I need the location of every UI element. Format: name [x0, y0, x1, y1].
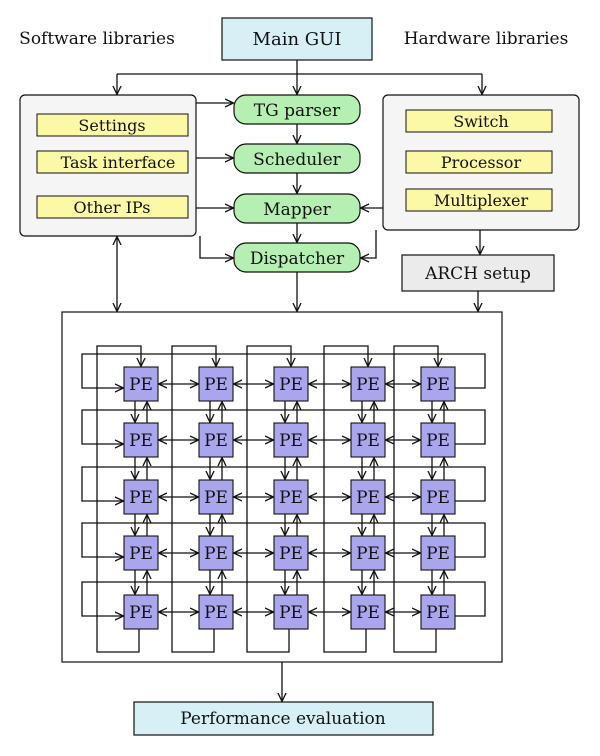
mesh-links [81, 345, 486, 653]
svg-text:Scheduler: Scheduler [253, 150, 342, 170]
pipeline-scheduler: Scheduler [233, 143, 361, 174]
svg-text:Processor: Processor [441, 153, 522, 172]
pipeline-mapper: Mapper [233, 193, 361, 224]
pe-node: PE [273, 422, 309, 458]
mesh-wrap-link [393, 345, 438, 653]
software-library-box: Settings Task interface Other IPs [19, 94, 197, 237]
svg-text:Mapper: Mapper [263, 200, 331, 220]
pe-label: PE [356, 603, 380, 623]
mesh-wrap-link [96, 345, 141, 653]
svg-text:TG parser: TG parser [254, 101, 341, 121]
library-item-task-interface: Task interface [36, 150, 189, 174]
pe-label: PE [204, 603, 228, 623]
pe-label: PE [129, 431, 153, 451]
pe-node: PE [350, 422, 386, 458]
hardware-libraries-label: Hardware libraries [404, 29, 569, 49]
main-gui-box: Main GUI [221, 17, 373, 61]
pe-node: PE [273, 594, 309, 630]
library-item-settings: Settings [36, 113, 189, 137]
pe-label: PE [356, 544, 380, 564]
library-item-multiplexer: Multiplexer [405, 188, 553, 212]
pipeline-tg-parser: TG parser [233, 94, 361, 125]
pipeline-connectors [117, 103, 480, 311]
pe-label: PE [426, 488, 450, 508]
pe-node: PE [350, 366, 386, 402]
arch-setup-label: ARCH setup [424, 264, 531, 284]
software-libraries-label: Software libraries [19, 29, 175, 49]
pe-label: PE [204, 488, 228, 508]
pe-node: PE [350, 594, 386, 630]
pe-node: PE [420, 479, 456, 515]
svg-text:Multiplexer: Multiplexer [434, 191, 529, 210]
pe-label: PE [356, 488, 380, 508]
pe-node: PE [123, 366, 159, 402]
pe-label: PE [204, 375, 228, 395]
mesh-wrap-link [246, 345, 291, 653]
pe-node: PE [420, 422, 456, 458]
pe-node: PE [198, 366, 234, 402]
main-gui-label: Main GUI [253, 29, 342, 50]
pe-node: PE [198, 535, 234, 571]
svg-text:Switch: Switch [453, 112, 508, 131]
mesh-wrap-link [171, 345, 216, 653]
pe-node: PE [420, 366, 456, 402]
pe-node: PE [273, 479, 309, 515]
pe-label: PE [129, 603, 153, 623]
pe-label: PE [426, 375, 450, 395]
pe-label: PE [129, 375, 153, 395]
pe-node: PE [123, 422, 159, 458]
pe-label: PE [279, 544, 303, 564]
pipeline-dispatcher: Dispatcher [233, 242, 361, 273]
library-item-other-ips: Other IPs [36, 195, 189, 219]
svg-text:Other IPs: Other IPs [74, 198, 151, 217]
performance-evaluation-box: Performance evaluation [133, 701, 434, 736]
pe-label: PE [279, 488, 303, 508]
pe-node: PE [123, 535, 159, 571]
svg-text:Task interface: Task interface [61, 153, 176, 172]
pe-node: PE [273, 535, 309, 571]
pe-node: PE [198, 594, 234, 630]
pe-label: PE [426, 544, 450, 564]
performance-evaluation-label: Performance evaluation [180, 709, 386, 729]
pe-label: PE [356, 431, 380, 451]
svg-text:Dispatcher: Dispatcher [250, 249, 345, 269]
mesh-wrap-link [81, 353, 486, 388]
pe-node: PE [350, 479, 386, 515]
mesh-wrap-link [81, 409, 486, 444]
pe-mesh: PE PE PE PE PE PE PE PE PE PE PE PE PE PE PE PE PE PE PE PE… [61, 311, 503, 663]
pe-label: PE [129, 488, 153, 508]
library-item-processor: Processor [405, 150, 553, 174]
pe-label: PE [129, 544, 153, 564]
pe-label: PE [426, 431, 450, 451]
mesh-wrap-link [81, 466, 486, 501]
library-item-switch: Switch [405, 109, 553, 133]
pe-node: PE [273, 366, 309, 402]
mesh-wrap-link [323, 345, 368, 653]
pe-node: PE [420, 535, 456, 571]
pe-label: PE [356, 375, 380, 395]
mesh-nodes: PE PE PE PE PE PE PE PE PE PE PE PE PE PE PE PE PE PE PE PE… [123, 366, 456, 630]
mesh-wrap-link [81, 581, 486, 616]
pe-label: PE [279, 375, 303, 395]
mesh-wrap-link [81, 522, 486, 557]
pe-node: PE [123, 594, 159, 630]
pe-label: PE [279, 603, 303, 623]
pe-node: PE [198, 479, 234, 515]
svg-text:Settings: Settings [78, 116, 145, 135]
pe-node: PE [123, 479, 159, 515]
pe-label: PE [204, 431, 228, 451]
arch-setup-box: ARCH setup [401, 254, 555, 292]
pe-node: PE [198, 422, 234, 458]
pe-node: PE [350, 535, 386, 571]
pe-label: PE [426, 603, 450, 623]
hardware-library-box: Switch Processor Multiplexer [382, 94, 580, 231]
pe-label: PE [204, 544, 228, 564]
main-gui-connectors [117, 60, 482, 94]
pe-node: PE [420, 594, 456, 630]
pe-label: PE [279, 431, 303, 451]
